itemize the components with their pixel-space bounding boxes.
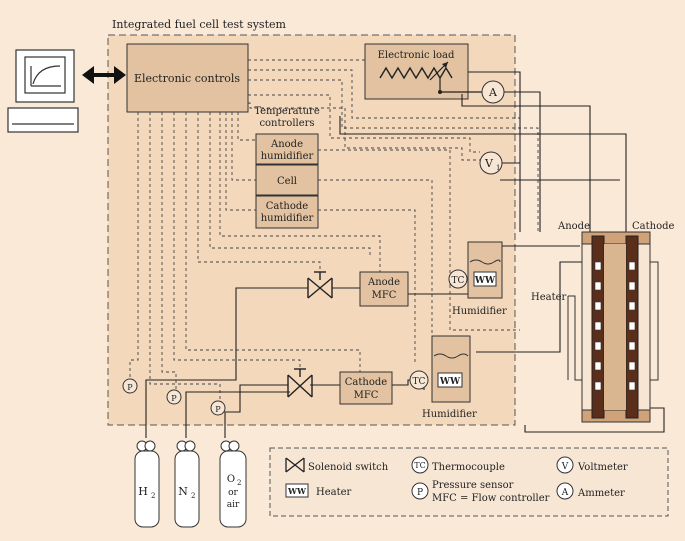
anode-solenoid-switch <box>307 271 333 299</box>
o2-pressure-sensor-icon <box>210 400 226 416</box>
svg-text:P: P <box>215 405 221 414</box>
legend-ammeter-icon <box>556 482 574 500</box>
cathode-mfc-box <box>339 371 393 405</box>
legend-heater-icon <box>285 483 309 498</box>
svg-text:Cathode: Cathode <box>345 377 387 388</box>
cathode-humidifier-label: Humidifier <box>422 409 477 420</box>
electronic-controls-box <box>126 43 249 113</box>
n2-cylinder-icon <box>174 440 200 528</box>
legend-pressure: Pressure sensor <box>432 480 514 491</box>
anode-thermocouple-icon <box>448 269 468 289</box>
cathode-solenoid-switch <box>287 368 313 398</box>
legend-solenoid: Solenoid switch <box>308 462 389 473</box>
anode-humidifier-controller <box>255 133 319 165</box>
system-title: Integrated fuel cell test system <box>112 18 286 31</box>
cathode-humidifier-tank <box>431 335 471 403</box>
voltmeter-symbol: V <box>484 157 494 170</box>
svg-text:Anode: Anode <box>270 139 303 150</box>
svg-text:P: P <box>417 488 423 498</box>
cathode-heater-icon: WW <box>439 377 461 387</box>
legend-heater: Heater <box>316 487 352 498</box>
n2-label: N <box>178 485 188 498</box>
svg-text:Anode: Anode <box>367 277 400 288</box>
n2-pressure-sensor-icon <box>166 389 182 405</box>
legend-ammeter: Ammeter <box>577 488 625 499</box>
svg-text:TC: TC <box>414 461 425 470</box>
legend-box <box>269 447 669 517</box>
voltmeter-subscript: 1 <box>496 164 500 172</box>
h2-label: H <box>138 485 148 498</box>
h2-pressure-sensor-icon <box>122 378 138 394</box>
svg-text:P: P <box>127 383 133 392</box>
svg-text:MFC: MFC <box>354 390 379 401</box>
legend-pressure-icon <box>411 482 429 500</box>
anode-humidifier-tank <box>467 241 503 299</box>
legend-voltmeter-icon <box>556 456 574 474</box>
svg-text:P: P <box>171 394 177 403</box>
legend-voltmeter: Voltmeter <box>577 462 628 473</box>
legend-mfc: MFC = Flow controller <box>432 493 550 504</box>
electronic-controls-label: Electronic controls <box>134 72 240 85</box>
anode-heater-icon: WW <box>474 276 496 286</box>
cathode-label: Cathode <box>632 221 674 232</box>
electronic-load-label: Electronic load <box>378 50 455 61</box>
legend-solenoid-icon <box>285 457 305 473</box>
h2-cylinder-icon <box>134 440 160 528</box>
svg-text:TC: TC <box>413 377 426 387</box>
svg-text:humidifier: humidifier <box>261 213 314 224</box>
svg-text:air: air <box>227 500 240 510</box>
cathode-humidifier-controller <box>255 195 319 229</box>
svg-text:Cell: Cell <box>277 176 297 187</box>
legend-thermocouple: Thermocouple <box>432 462 505 473</box>
cathode-thermocouple-icon <box>409 370 429 390</box>
anode-humidifier-label: Humidifier <box>452 306 507 317</box>
svg-text:2: 2 <box>237 479 241 487</box>
fuel-cell-stack <box>581 231 651 423</box>
temp-controllers-line1: Temperature <box>254 106 320 117</box>
svg-text:2: 2 <box>191 492 195 500</box>
anode-mfc-box <box>359 271 409 307</box>
svg-text:V: V <box>561 462 569 472</box>
control-signal-lines <box>129 59 539 400</box>
legend-thermocouple-icon <box>411 456 429 474</box>
o2-label: O <box>227 474 235 485</box>
computer-icon <box>7 49 79 133</box>
electronic-load-box <box>364 43 469 100</box>
o2-cylinder-icon <box>219 440 247 528</box>
svg-text:humidifier: humidifier <box>261 151 314 162</box>
cell-controller <box>255 164 319 196</box>
gas-lines <box>145 71 665 438</box>
temp-controllers-line2: controllers <box>259 118 314 129</box>
heater-label: Heater <box>531 292 567 303</box>
ammeter-symbol: A <box>488 86 498 99</box>
anode-label: Anode <box>557 221 590 232</box>
svg-text:2: 2 <box>151 492 155 500</box>
svg-text:TC: TC <box>452 276 465 286</box>
svg-text:MFC: MFC <box>372 290 397 301</box>
svg-text:Cathode: Cathode <box>266 201 308 212</box>
svg-text:or: or <box>228 488 238 498</box>
svg-text:WW: WW <box>287 486 307 496</box>
data-link-arrow <box>82 66 126 84</box>
svg-text:A: A <box>561 488 569 498</box>
